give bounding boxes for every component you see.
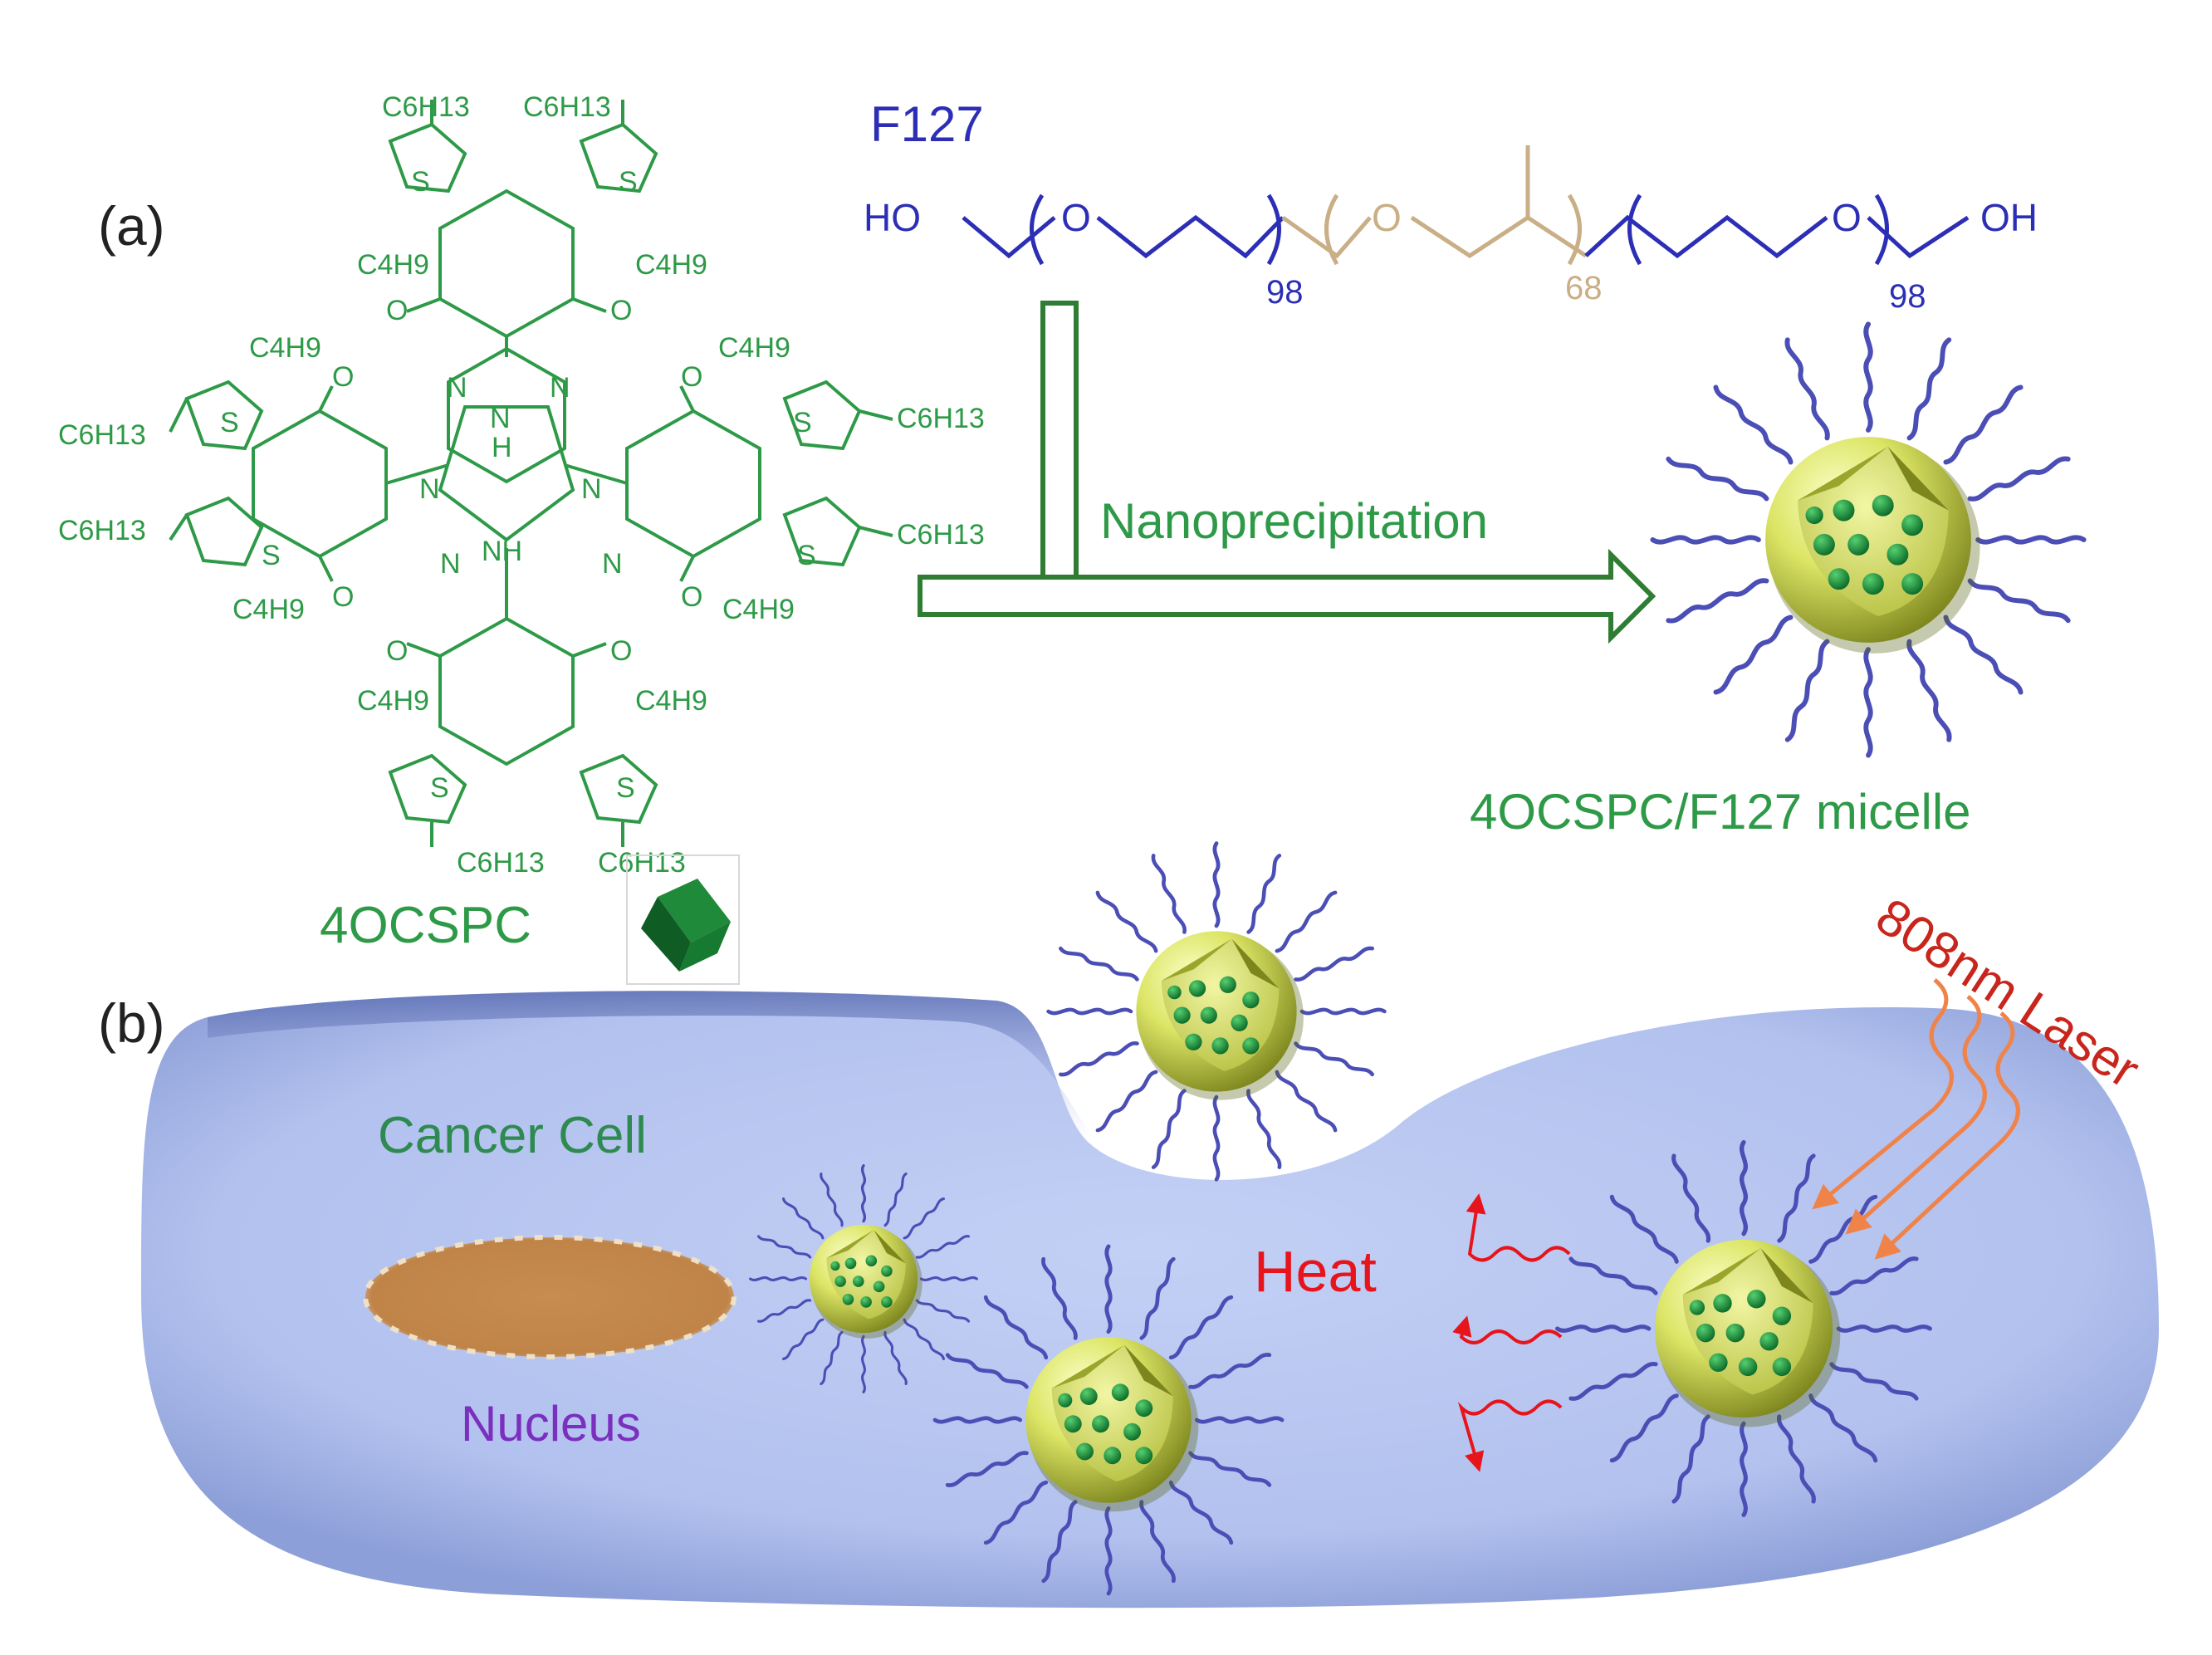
- n-label: N: [419, 473, 440, 505]
- f127-repeat-1: 98: [1266, 274, 1304, 311]
- thiophene-s-label: S: [793, 407, 812, 438]
- c4h9-label: C4H9: [357, 685, 429, 717]
- micelle-label: 4OCSPC/F127 micelle: [1470, 784, 1971, 840]
- laser-arrow: [1874, 1011, 2020, 1260]
- f127-o2: O: [1372, 196, 1402, 239]
- laser-arrow: [1845, 995, 1987, 1235]
- c6h13-label: C6H13: [58, 515, 146, 546]
- c6h13-label: C6H13: [523, 91, 611, 123]
- nh-label: N: [490, 403, 511, 434]
- c6h13-label: C6H13: [457, 847, 545, 879]
- nanoprecipitation-label: Nanoprecipitation: [1100, 493, 1488, 549]
- nh-label: NH: [482, 536, 522, 567]
- c4h9-label: C4H9: [722, 594, 795, 625]
- c4h9-label: C4H9: [357, 249, 429, 281]
- c4h9-label: C4H9: [718, 332, 790, 364]
- heat-arrow: [1457, 1399, 1563, 1472]
- n-label: N: [550, 372, 570, 404]
- thiophene-s-label: S: [619, 166, 638, 198]
- oxygen-label: O: [610, 635, 632, 667]
- c6h13-label: C6H13: [598, 847, 686, 879]
- 4ocspc-structure: [169, 100, 893, 847]
- thiophene-s-label: S: [411, 166, 430, 198]
- c6h13-label: C6H13: [897, 403, 985, 434]
- nucleus: [363, 1235, 737, 1359]
- n-label: N: [581, 473, 602, 505]
- c4h9-label: C4H9: [635, 685, 707, 717]
- c4h9-label: C4H9: [249, 332, 321, 364]
- 4ocspc-labels: C6H13 C6H13 S S C4H9 C4H9 O O N H N N N …: [58, 91, 985, 879]
- oxygen-label: O: [332, 361, 354, 393]
- thiophene-s-label: S: [262, 540, 281, 571]
- c6h13-label: C6H13: [382, 91, 470, 123]
- c6h13-label: C6H13: [897, 519, 985, 551]
- heat-arrow: [1466, 1193, 1571, 1262]
- c4h9-label: C4H9: [232, 594, 305, 625]
- micelle-icon: [935, 1246, 1282, 1594]
- oxygen-label: O: [386, 295, 408, 326]
- f127-ho: HO: [864, 196, 921, 239]
- 4ocspc-name: 4OCSPC: [320, 897, 531, 954]
- f127-o3: O: [1832, 196, 1862, 239]
- c6h13-label: C6H13: [58, 419, 146, 451]
- f127-structure: HO O 98 O 68 O OH 98: [864, 145, 2038, 315]
- f127-repeat-2: 68: [1565, 270, 1603, 306]
- laser-arrow: [1812, 978, 1954, 1210]
- heat-label: Heat: [1254, 1239, 1377, 1304]
- n-label: N: [447, 372, 467, 404]
- f127-title: F127: [870, 96, 984, 152]
- f127-oh: OH: [1980, 196, 2038, 239]
- oxygen-label: O: [386, 635, 408, 667]
- oxygen-label: O: [681, 581, 702, 613]
- micelle-entering-icon: [1049, 844, 1385, 1180]
- n-label: N: [602, 548, 623, 580]
- 4ocspc-cube-icon: [626, 854, 740, 985]
- heat-arrow: [1452, 1315, 1563, 1344]
- micelle-small-icon: [751, 1166, 977, 1393]
- thiophene-s-label: S: [430, 772, 449, 804]
- n-label: N: [440, 548, 461, 580]
- nanoprecipitation-arrow: [918, 301, 1657, 644]
- heat-arrows: [1452, 1193, 1571, 1472]
- panel-a-label: (a): [98, 195, 165, 257]
- cancer-cell-label: Cancer Cell: [378, 1107, 647, 1164]
- cancer-cell: [141, 991, 2159, 1608]
- c4h9-label: C4H9: [635, 249, 707, 281]
- f127-o1: O: [1061, 196, 1091, 239]
- thiophene-s-label: S: [616, 772, 635, 804]
- micelle-icon: [1652, 324, 2083, 755]
- h-label: H: [492, 432, 512, 463]
- oxygen-label: O: [610, 295, 632, 326]
- f127-repeat-3: 98: [1889, 278, 1926, 315]
- panel-b-label: (b): [98, 992, 165, 1054]
- oxygen-label: O: [681, 361, 702, 393]
- thiophene-s-label: S: [797, 540, 816, 571]
- nucleus-label: Nucleus: [461, 1396, 641, 1452]
- thiophene-s-label: S: [220, 407, 239, 438]
- oxygen-label: O: [332, 581, 354, 613]
- laser-arrows: [1812, 978, 2020, 1260]
- micelle-irradiated-icon: [1558, 1143, 1931, 1515]
